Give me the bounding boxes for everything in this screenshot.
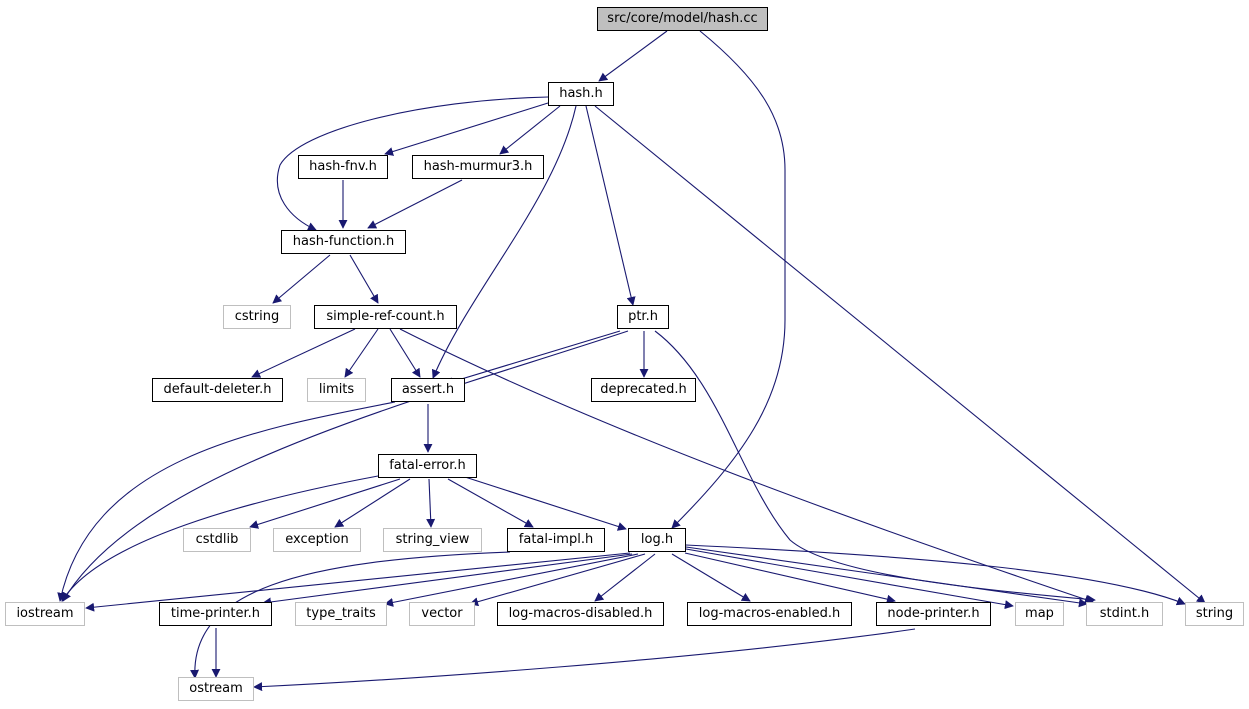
edge-ptr-h-to-stdint-h: [654, 330, 1096, 604]
node-hash-function-h[interactable]: hash-function.h: [281, 230, 406, 254]
node-exception: exception: [273, 528, 361, 552]
edge-fatal-error-h-to-string-view: [426, 478, 436, 528]
edge-ptr-h-to-assert-h: [444, 330, 621, 386]
edge-log-h-to-time-printer-h: [262, 553, 633, 607]
node-simple-ref-count-h[interactable]: simple-ref-count.h: [314, 305, 457, 329]
node-fatal-impl-h[interactable]: fatal-impl.h: [507, 528, 605, 552]
edge-fatal-error-h-to-iostream: [61, 475, 379, 602]
node-string: string: [1185, 602, 1244, 626]
node-assert-h[interactable]: assert.h: [391, 378, 465, 402]
edge-ptr-h-to-iostream: [62, 330, 629, 602]
node-limits: limits: [307, 378, 366, 402]
edge-log-h-to-string: [685, 544, 1186, 606]
node-stdint-h: stdint.h: [1086, 602, 1163, 626]
edge-hash-cc-to-hash-h: [598, 30, 668, 82]
edge-fatal-error-h-to-log-h: [464, 476, 627, 531]
edge-log-h-to-log-macros-disabled-h: [594, 553, 656, 602]
edge-simple-ref-count-h-to-stdint-h: [399, 328, 1094, 604]
node-ostream: ostream: [178, 677, 254, 701]
edge-hash-function-h-to-cstring: [272, 254, 331, 304]
node-vector: vector: [409, 602, 475, 626]
edge-log-h-to-vector: [469, 553, 646, 607]
edge-fatal-impl-h-to-ostream: [190, 551, 511, 679]
node-deprecated-h[interactable]: deprecated.h: [591, 378, 696, 402]
node-hash-cc: src/core/model/hash.cc: [597, 7, 768, 31]
node-type-traits: type_traits: [295, 602, 387, 626]
node-iostream: iostream: [5, 602, 85, 626]
edge-hash-cc-to-log-h: [671, 30, 786, 529]
edge-log-h-to-node-printer-h: [684, 552, 896, 604]
node-default-deleter-h[interactable]: default-deleter.h: [152, 378, 283, 402]
edge-hash-h-to-ptr-h: [585, 105, 636, 306]
node-log-macros-disabled-h[interactable]: log-macros-disabled.h: [497, 602, 664, 626]
node-string-view: string_view: [383, 528, 482, 552]
node-ptr-h[interactable]: ptr.h: [617, 305, 669, 329]
node-node-printer-h[interactable]: node-printer.h: [876, 602, 991, 626]
edge-log-h-to-stdint-h: [685, 546, 1088, 608]
edge-hash-h-to-hash-function-h: [276, 96, 549, 231]
edge-hash-function-h-to-simple-ref-count-h: [349, 254, 379, 304]
node-hash-h[interactable]: hash.h: [548, 82, 614, 106]
edge-hash-h-to-hash-murmur3-h: [499, 105, 561, 155]
edge-hash-h-to-hash-fnv-h: [384, 102, 549, 156]
edge-fatal-error-h-to-fatal-impl-h: [447, 478, 534, 528]
node-log-h[interactable]: log.h: [628, 528, 686, 552]
edge-log-h-to-type-traits: [384, 553, 639, 607]
edge-hash-h-to-assert-h: [431, 105, 577, 379]
node-time-printer-h[interactable]: time-printer.h: [159, 602, 272, 626]
edge-hash-murmur3-h-to-hash-function-h: [367, 179, 463, 229]
node-cstdlib: cstdlib: [183, 528, 251, 552]
edge-simple-ref-count-h-to-default-deleter-h: [251, 328, 356, 378]
edge-node-printer-h-to-ostream: [253, 628, 916, 692]
node-log-macros-enabled-h[interactable]: log-macros-enabled.h: [687, 602, 852, 626]
node-hash-murmur3-h[interactable]: hash-murmur3.h: [412, 155, 544, 179]
edge-fatal-error-h-to-cstdlib: [249, 478, 401, 529]
edge-log-h-to-map: [685, 548, 1014, 610]
edge-assert-h-to-iostream: [57, 401, 396, 602]
node-map: map: [1015, 602, 1064, 626]
edge-log-h-to-log-macros-enabled-h: [671, 553, 751, 602]
edge-simple-ref-count-h-to-assert-h: [389, 328, 421, 378]
node-fatal-error-h[interactable]: fatal-error.h: [378, 454, 477, 478]
edge-simple-ref-count-h-to-limits: [344, 328, 379, 378]
edge-hash-h-to-string: [594, 105, 1206, 604]
node-cstring: cstring: [223, 305, 291, 329]
node-hash-fnv-h[interactable]: hash-fnv.h: [298, 155, 388, 179]
edge-log-h-to-iostream: [85, 552, 631, 612]
edge-fatal-error-h-to-exception: [334, 478, 411, 528]
